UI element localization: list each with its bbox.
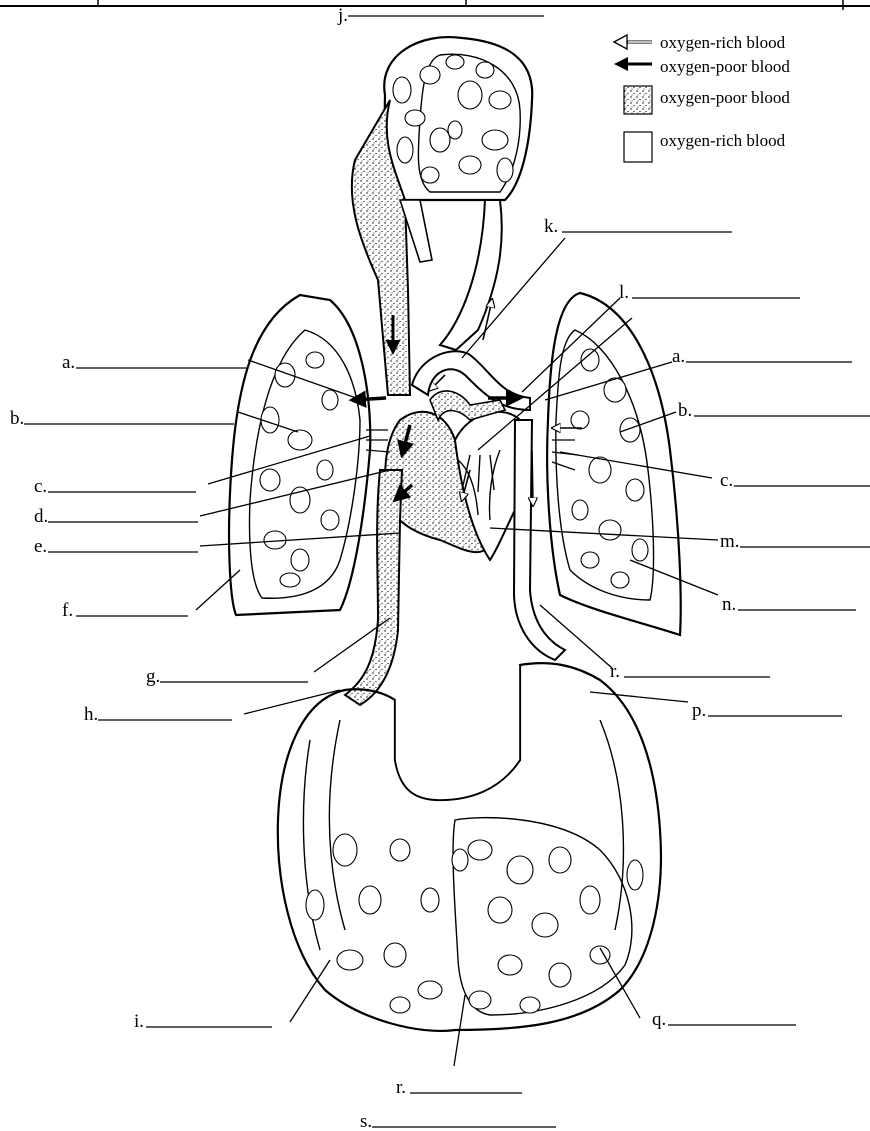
label-d: d.: [34, 506, 48, 527]
label-g: g.: [146, 666, 160, 687]
label-n: n.: [722, 594, 736, 615]
label-c-left: c.: [34, 476, 47, 497]
down-open-arrow-icon: [532, 450, 533, 505]
legend: oxygen-rich blood oxygen-poor blood oxyg…: [614, 33, 790, 162]
legend-label-poor-arrow: oxygen-poor blood: [660, 57, 790, 76]
legend-open-box-icon: [624, 132, 652, 162]
label-q: q.: [652, 1009, 666, 1030]
label-p: p.: [692, 700, 706, 721]
label-l: l.: [619, 282, 629, 303]
legend-solid-arrow-icon: [614, 57, 652, 71]
legend-open-arrow-icon: [614, 35, 652, 49]
head-capillary-bed: [384, 37, 532, 200]
body-capillary-bed: [278, 663, 661, 1031]
left-lung: [229, 295, 370, 615]
label-j: j.: [337, 5, 348, 26]
label-r-upper: r.: [610, 661, 620, 682]
label-k: k.: [544, 216, 558, 237]
labels: j. k. l. a. a. b. b. c. c. d. e. m. f. n…: [10, 5, 870, 1131]
label-m: m.: [720, 531, 740, 552]
label-s: s.: [360, 1111, 372, 1131]
legend-label-rich-box: oxygen-rich blood: [660, 131, 786, 150]
label-c-right: c.: [720, 470, 733, 491]
label-b-left: b.: [10, 408, 24, 429]
label-e: e.: [34, 536, 47, 557]
right-lung: [547, 293, 681, 635]
legend-stippled-box-icon: [624, 86, 652, 114]
legend-label-poor-box: oxygen-poor blood: [660, 88, 790, 107]
label-f: f.: [62, 600, 73, 621]
label-i: i.: [134, 1011, 144, 1032]
label-r-lower: r.: [396, 1077, 406, 1098]
label-h: h.: [84, 704, 98, 725]
label-a-left: a.: [62, 352, 75, 373]
legend-label-rich-arrow: oxygen-rich blood: [660, 33, 786, 52]
label-b-right: b.: [678, 400, 692, 421]
neck-vessels: [352, 100, 502, 395]
label-a-right: a.: [672, 346, 685, 367]
